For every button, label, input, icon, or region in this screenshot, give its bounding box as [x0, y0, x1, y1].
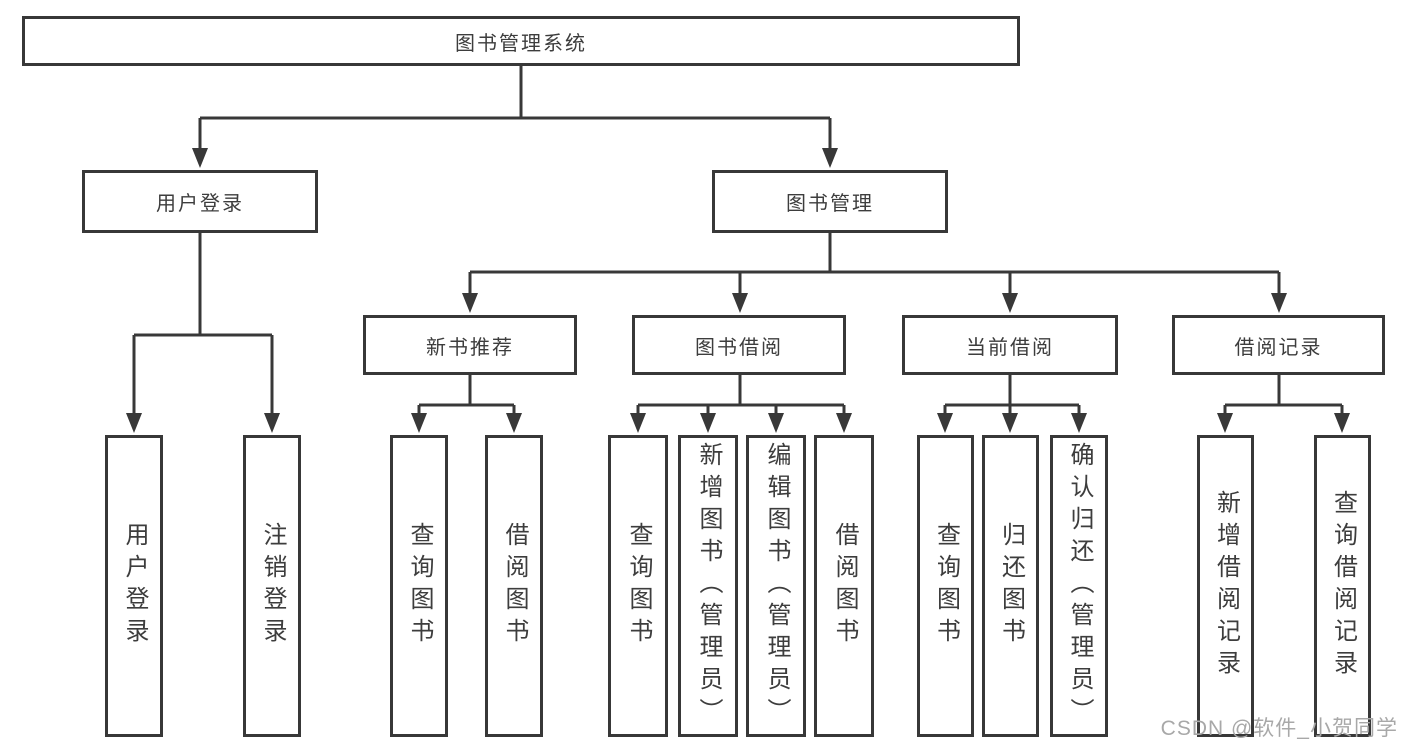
leaf-borrow-books-2: 借阅图书	[814, 435, 874, 737]
node-label: 用户登录	[121, 522, 148, 650]
node-label: 查询图书	[406, 522, 433, 650]
leaf-return-book: 归还图书	[982, 435, 1039, 737]
arrow-down-icon	[1002, 413, 1018, 433]
arrow-down-icon	[937, 413, 953, 433]
connector-book-borrowing-children	[630, 375, 852, 433]
node-label: 图书管理系统	[455, 32, 587, 55]
connector-lines	[198, 66, 832, 152]
node-label: 归还图书	[997, 522, 1025, 650]
connector-lines	[1223, 375, 1344, 417]
leaf-edit-book-admin: 编辑图书（管理员）	[746, 435, 806, 737]
leaf-logout: 注销登录	[243, 435, 301, 737]
leaf-query-borrow-record: 查询借阅记录	[1314, 435, 1371, 737]
arrow-down-icon	[411, 413, 427, 433]
leaf-add-book-admin: 新增图书（管理员）	[678, 435, 738, 737]
connector-new-book-children	[411, 375, 522, 433]
leaf-user-login: 用户登录	[105, 435, 163, 737]
arrow-down-icon	[836, 413, 852, 433]
node-new-book-recommend: 新书推荐	[363, 315, 577, 375]
node-label: 借阅记录	[1234, 336, 1323, 359]
node-label: 查询图书	[625, 522, 652, 650]
node-label: 借阅图书	[501, 522, 528, 650]
connector-root-to-level2	[192, 66, 838, 168]
node-current-borrowing: 当前借阅	[902, 315, 1118, 375]
node-label: 图书管理	[786, 193, 874, 215]
node-label: 确认归还（管理员）	[1066, 442, 1093, 730]
node-book-borrowing: 图书借阅	[632, 315, 846, 375]
arrow-down-icon	[1071, 413, 1087, 433]
arrow-down-icon	[506, 413, 522, 433]
node-label: 新增图书（管理员）	[695, 442, 722, 730]
node-user-login: 用户登录	[82, 170, 318, 233]
leaf-borrow-books-1: 借阅图书	[485, 435, 543, 737]
connector-lines	[943, 375, 1081, 417]
arrow-down-icon	[126, 413, 142, 433]
connector-current-borrowing-children	[937, 375, 1087, 433]
arrow-down-icon	[462, 293, 478, 313]
arrow-down-icon	[822, 148, 838, 168]
node-book-management: 图书管理	[712, 170, 948, 233]
arrow-down-icon	[264, 413, 280, 433]
leaf-query-books-2: 查询图书	[608, 435, 668, 737]
arrow-down-icon	[700, 413, 716, 433]
node-label: 当前借阅	[966, 336, 1054, 359]
connector-lines	[417, 375, 516, 417]
connector-user-login-children	[126, 233, 280, 433]
leaf-query-books-1: 查询图书	[390, 435, 448, 737]
leaf-add-borrow-record: 新增借阅记录	[1197, 435, 1254, 737]
connector-lines	[132, 233, 274, 417]
node-label: 新书推荐	[426, 336, 514, 359]
arrow-down-icon	[768, 413, 784, 433]
arrow-down-icon	[1002, 293, 1018, 313]
leaf-confirm-return-admin: 确认归还（管理员）	[1050, 435, 1108, 737]
connector-book-management-children	[462, 233, 1287, 313]
arrow-down-icon	[1334, 413, 1350, 433]
node-label: 借阅图书	[831, 522, 858, 650]
node-label: 图书借阅	[695, 336, 783, 359]
connector-lines	[468, 233, 1281, 297]
node-label: 注销登录	[259, 522, 286, 650]
watermark: CSDN @软件_小贺同学	[1160, 717, 1398, 740]
arrow-down-icon	[630, 413, 646, 433]
node-root: 图书管理系统	[22, 16, 1020, 66]
node-label: 用户登录	[156, 193, 244, 215]
node-label: 编辑图书（管理员）	[763, 442, 790, 730]
arrow-down-icon	[1271, 293, 1287, 313]
arrow-down-icon	[192, 148, 208, 168]
connector-borrowing-records-children	[1217, 375, 1350, 433]
arrow-down-icon	[732, 293, 748, 313]
leaf-query-books-3: 查询图书	[917, 435, 974, 737]
node-label: 查询图书	[932, 522, 960, 650]
node-label: 新增借阅记录	[1212, 490, 1240, 682]
node-label: 查询借阅记录	[1329, 490, 1357, 682]
node-borrowing-records: 借阅记录	[1172, 315, 1385, 375]
arrow-down-icon	[1217, 413, 1233, 433]
connector-lines	[636, 375, 846, 417]
